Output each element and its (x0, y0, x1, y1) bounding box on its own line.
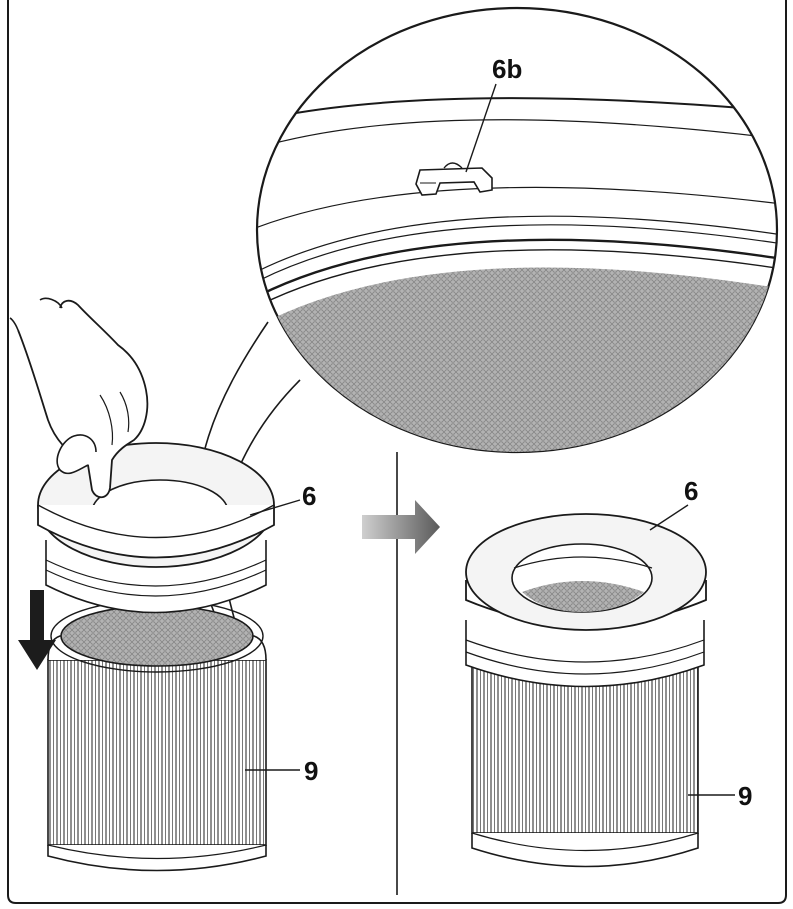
callout-right-6: 6 (684, 476, 698, 506)
callout-left-9: 9 (304, 756, 318, 786)
right-filter-assembly (465, 513, 707, 868)
clip-6b-detail (415, 162, 493, 196)
zoom-mesh-area (257, 267, 777, 452)
callout-leader-6b (465, 83, 497, 173)
callout-leader-left-6 (249, 499, 301, 516)
left-filter-mesh-top (60, 605, 254, 667)
left-filter-cartridge (47, 599, 267, 872)
right-filter-mesh (522, 581, 644, 612)
callout-left-6: 6 (302, 481, 316, 511)
hand-icon (9, 297, 149, 499)
zoom-detail-circle (255, 6, 779, 454)
frame (7, 0, 787, 904)
down-arrow-icon (18, 590, 56, 670)
right-arrow-icon (362, 500, 440, 554)
callout-right-9: 9 (738, 781, 752, 811)
callout-leader-right-6 (649, 504, 689, 531)
callout-6b: 6b (492, 54, 522, 84)
